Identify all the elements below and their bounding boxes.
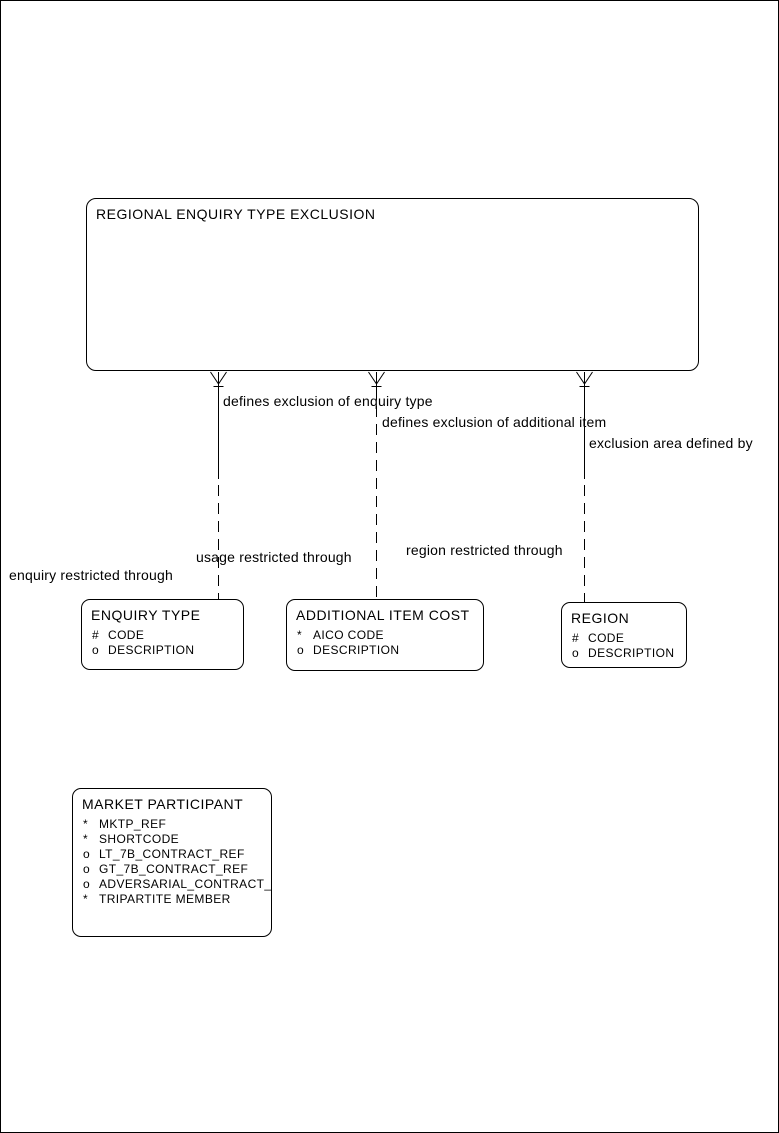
attribute-name: DESCRIPTION [313, 643, 400, 657]
attribute-name: AICO CODE [313, 628, 384, 642]
crows-foot-icon [576, 371, 593, 387]
crows-foot-icon [368, 371, 385, 387]
entity-regional-enquiry-type-exclusion[interactable]: REGIONAL ENQUIRY TYPE EXCLUSION [86, 198, 699, 371]
attribute-prefix: * [83, 832, 89, 846]
entity-region[interactable]: REGION # CODE o DESCRIPTION [561, 602, 687, 668]
attribute-row: # CODE [82, 628, 243, 643]
attribute-name: CODE [108, 628, 145, 642]
connector-region[interactable] [576, 371, 593, 602]
entity-title: MARKET PARTICIPANT [82, 796, 244, 812]
attribute-name: TRIPARTITE MEMBER [99, 892, 231, 906]
attribute-row: * AICO CODE [287, 628, 483, 643]
entity-title: REGION [571, 610, 630, 626]
relationship-label-region-restricted-through[interactable]: region restricted through [406, 542, 563, 558]
attribute-name: DESCRIPTION [108, 643, 195, 657]
attribute-row: o ADVERSARIAL_CONTRACT_REF [73, 877, 271, 892]
attribute-prefix: * [83, 817, 89, 831]
attribute-prefix: o [572, 646, 580, 660]
attribute-prefix: o [297, 643, 305, 657]
attribute-row: o LT_7B_CONTRACT_REF [73, 847, 271, 862]
relationship-label-usage-restricted-through[interactable]: usage restricted through [196, 549, 352, 565]
attribute-row: o DESCRIPTION [82, 643, 243, 658]
attribute-row: # CODE [562, 631, 686, 646]
relationship-label-enquiry-restricted-through[interactable]: enquiry restricted through [9, 567, 173, 583]
attribute-prefix: o [83, 862, 91, 876]
attribute-name: DESCRIPTION [588, 646, 675, 660]
connector-additional-item-cost[interactable] [368, 371, 385, 599]
attribute-row: o DESCRIPTION [287, 643, 483, 658]
attribute-prefix: o [83, 847, 91, 861]
attribute-row: * TRIPARTITE MEMBER [73, 892, 271, 907]
attribute-name: GT_7B_CONTRACT_REF [99, 862, 249, 876]
attribute-name: CODE [588, 631, 625, 645]
relationship-label-defines-exclusion-of-additional-item[interactable]: defines exclusion of additional item [382, 414, 607, 430]
attribute-prefix: o [83, 877, 91, 891]
entity-title: REGIONAL ENQUIRY TYPE EXCLUSION [96, 206, 376, 222]
attribute-prefix: * [297, 628, 303, 642]
attribute-row: o GT_7B_CONTRACT_REF [73, 862, 271, 877]
attribute-name: ADVERSARIAL_CONTRACT_REF [99, 877, 272, 891]
entity-additional-item-cost[interactable]: ADDITIONAL ITEM COST * AICO CODE o DESCR… [286, 599, 484, 671]
attribute-prefix: # [572, 631, 580, 645]
attribute-prefix: * [83, 892, 89, 906]
attribute-name: MKTP_REF [99, 817, 167, 831]
connector-enquiry-type[interactable] [210, 371, 227, 599]
relationship-label-defines-exclusion-of-enquiry-type[interactable]: defines exclusion of enquiry type [223, 393, 433, 409]
attribute-name: LT_7B_CONTRACT_REF [99, 847, 245, 861]
attribute-row: * SHORTCODE [73, 832, 271, 847]
relationship-label-exclusion-area-defined-by[interactable]: exclusion area defined by [589, 435, 753, 451]
attribute-row: o DESCRIPTION [562, 646, 686, 661]
attribute-prefix: # [92, 628, 100, 642]
entity-market-participant[interactable]: MARKET PARTICIPANT * MKTP_REF * SHORTCOD… [72, 788, 272, 937]
attribute-row: * MKTP_REF [73, 817, 271, 832]
attribute-name: SHORTCODE [99, 832, 180, 846]
entity-title: ADDITIONAL ITEM COST [296, 607, 470, 623]
attribute-prefix: o [92, 643, 100, 657]
entity-title: ENQUIRY TYPE [91, 607, 201, 623]
entity-enquiry-type[interactable]: ENQUIRY TYPE # CODE o DESCRIPTION [81, 599, 244, 670]
crows-foot-icon [210, 371, 227, 387]
